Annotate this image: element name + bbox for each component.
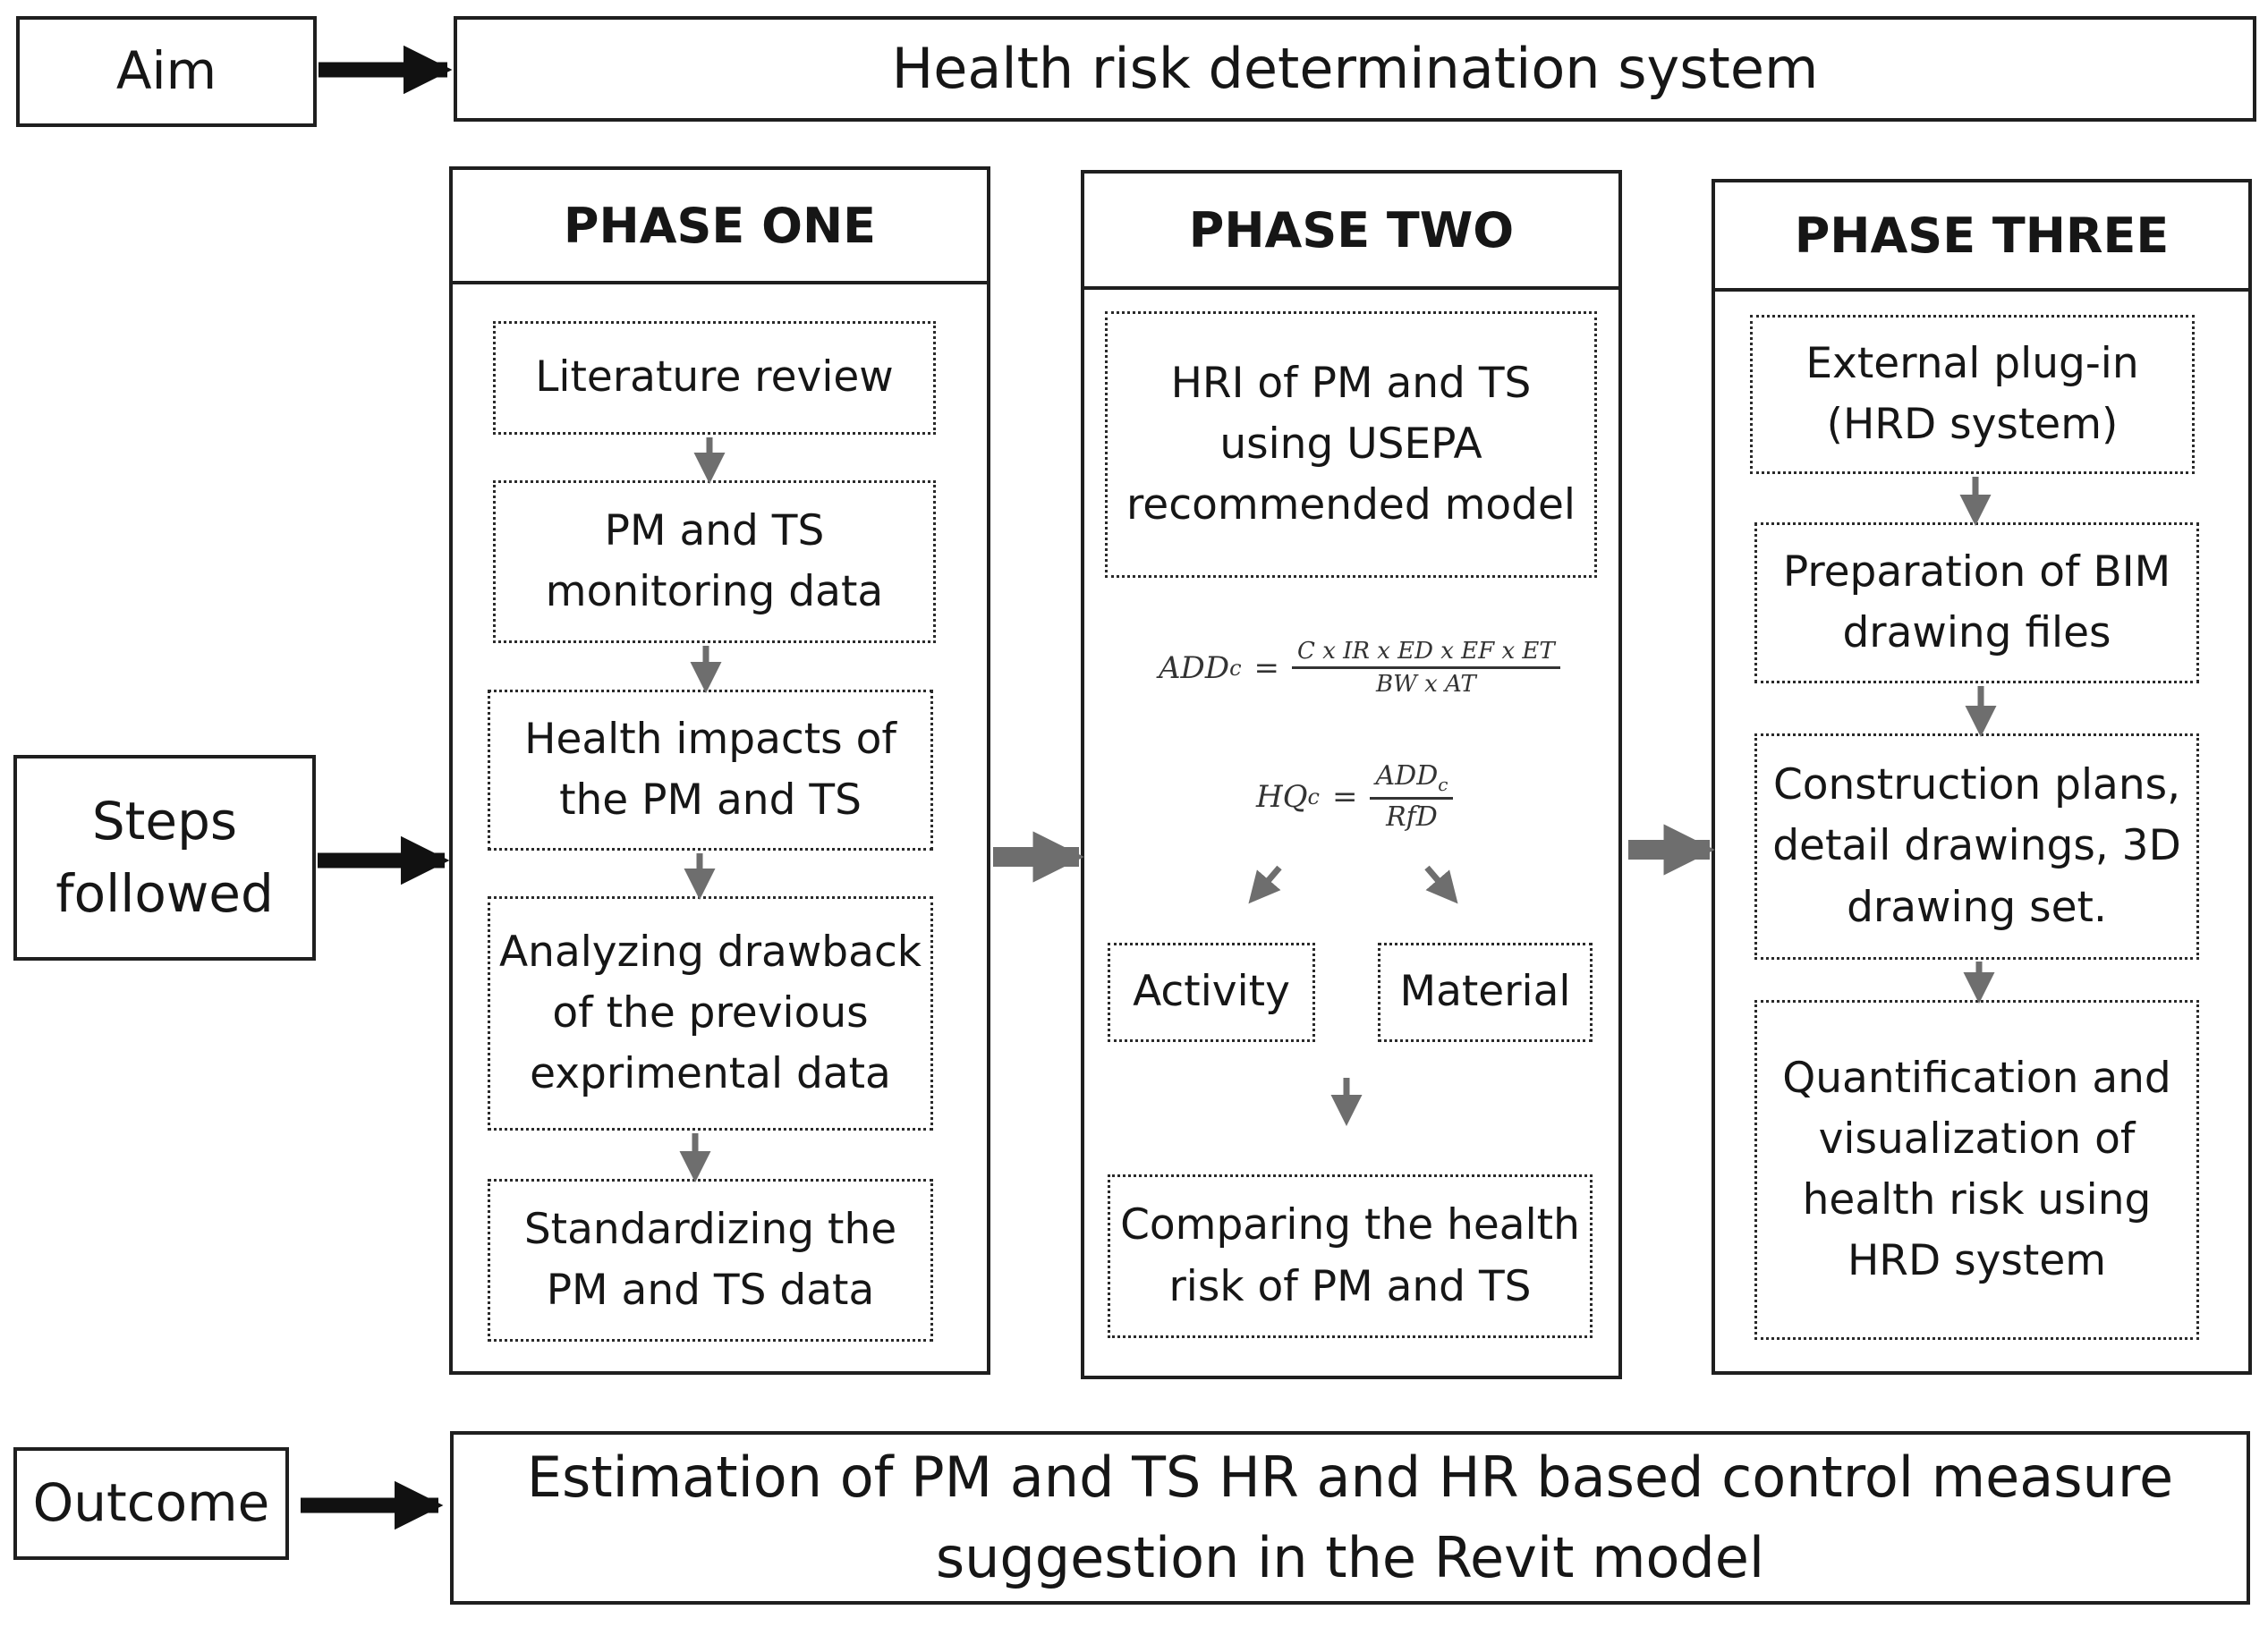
phase-three-step-4: Quantification and visualization of heal… [1754,1000,2199,1340]
phase-one-title: PHASE ONE [453,170,987,284]
phase-two-arrow-to-material [1424,865,1458,904]
phase-one-step-2: PM and TS monitoring data [493,480,936,643]
add-formula-sub: c [1229,655,1242,681]
hq-formula-sub: c [1307,784,1320,809]
outcome-text-box: Estimation of PM and TS HR and HR based … [450,1431,2250,1605]
phase-two-arrow-to-activity [1248,865,1282,904]
outcome-label: Outcome [13,1447,289,1560]
phase-one-step-1: Literature review [493,321,936,435]
phase-two-step-material: Material [1378,943,1593,1042]
phase-one-step-3: Health impacts of the PM and TS [488,690,933,851]
phase-two-step-1: HRI of PM and TS using USEPA recommended… [1105,311,1597,578]
hq-formula-numerator-sub: c [1438,774,1448,795]
phase-three-step-2: Preparation of BIM drawing files [1754,522,2199,683]
hq-formula-eq: = [1331,778,1358,815]
aim-label: Aim [16,16,317,127]
phase-one-step-5: Standardizing the PM and TS data [488,1179,933,1342]
phase-one-step-4: Analyzing drawback of the previous expri… [488,896,933,1131]
aim-text-box: Health risk determination system [454,16,2256,122]
phase-two-step-activity: Activity [1108,943,1315,1042]
hq-formula-denominator: RfD [1386,801,1438,833]
add-formula-lhs: ADD [1159,649,1230,686]
phase-two-title: PHASE TWO [1084,174,1618,290]
phase-two-step-4: Comparing the health risk of PM and TS [1108,1174,1593,1338]
phase-three-step-3: Construction plans, detail drawings, 3D … [1754,733,2199,960]
phase-three-step-1: External plug-in (HRD system) [1750,315,2195,474]
add-formula-eq: = [1253,649,1280,686]
hq-formula-numerator: ADD [1375,760,1439,792]
steps-followed-label: Steps followed [13,755,316,961]
add-formula-denominator: BW x AT [1376,671,1476,698]
hq-formula-lhs: HQ [1256,778,1308,815]
add-formula-numerator: C x IR x ED x EF x ET [1292,638,1560,669]
phase-three-title: PHASE THREE [1715,182,2248,292]
